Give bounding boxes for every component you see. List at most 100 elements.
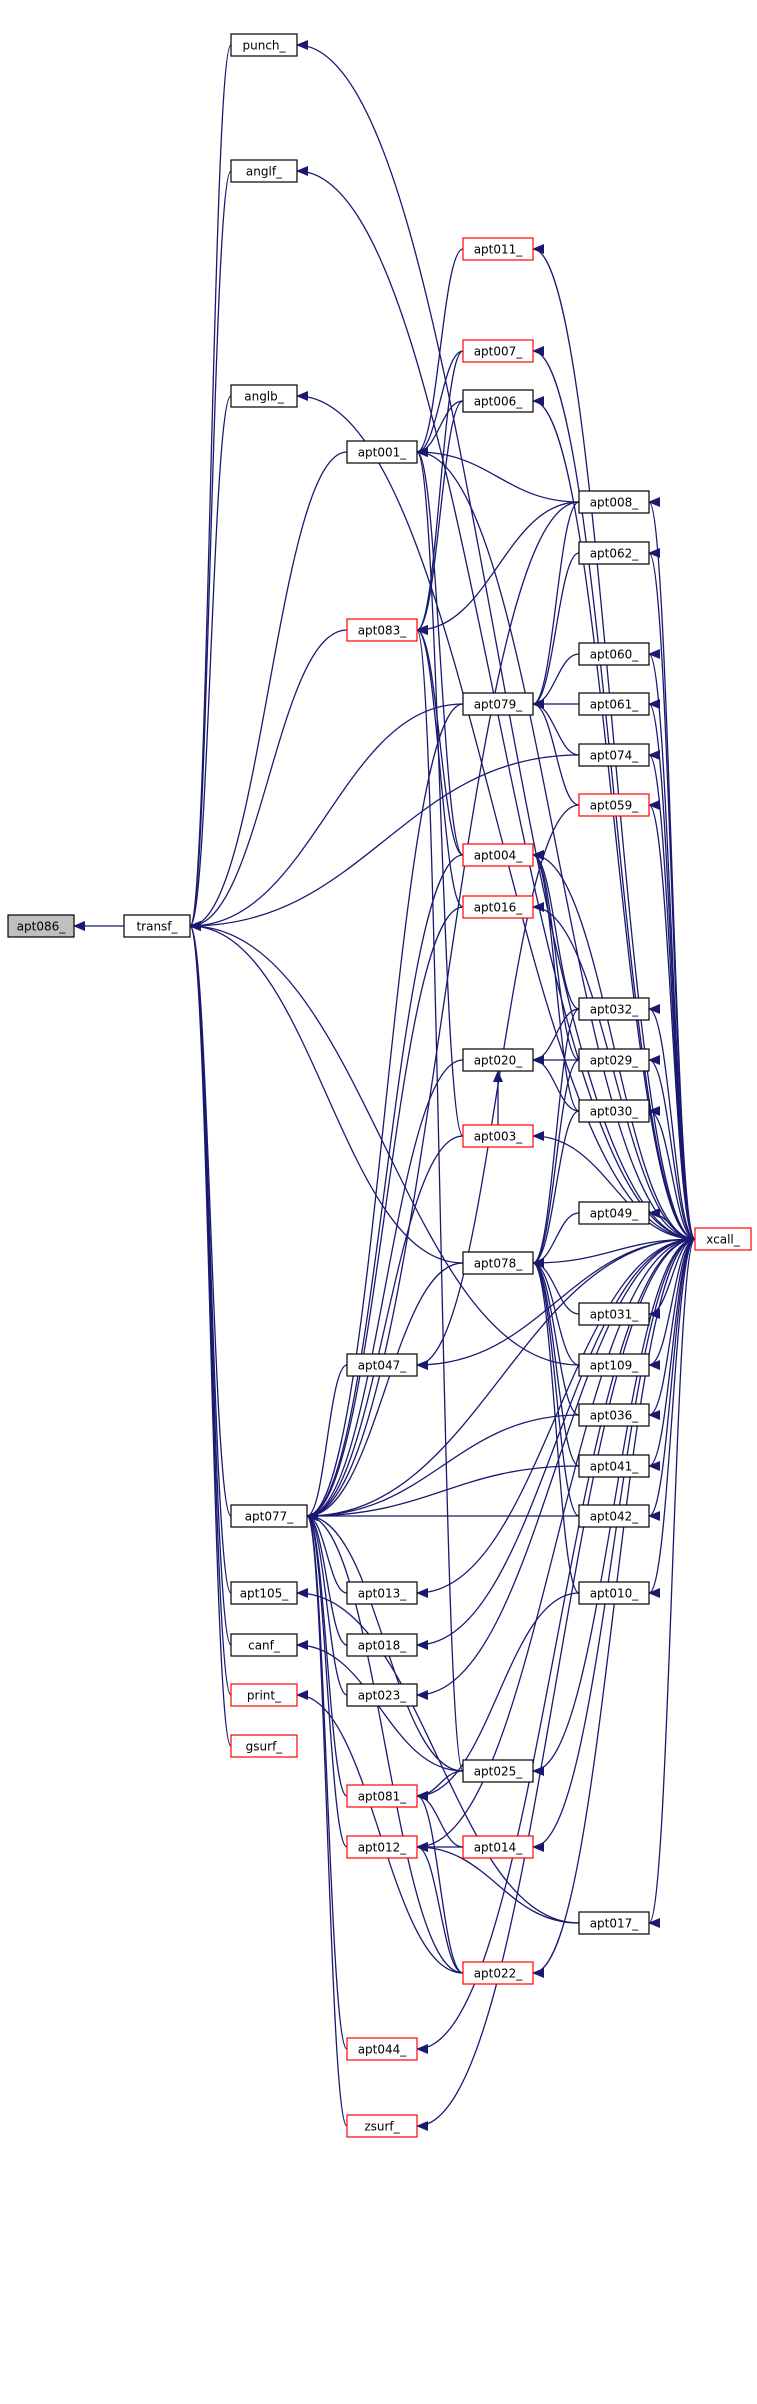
node-apt086[interactable]: apt086_ bbox=[7, 914, 75, 938]
node-apt047-box bbox=[346, 1353, 418, 1377]
node-apt016-box bbox=[462, 895, 534, 919]
node-apt025[interactable]: apt025_ bbox=[462, 1759, 534, 1783]
node-apt074[interactable]: apt074_ bbox=[578, 743, 650, 767]
node-punch[interactable]: punch_ bbox=[230, 33, 298, 57]
node-apt061-box bbox=[578, 692, 650, 716]
edge-apt032-to-apt004 bbox=[532, 850, 580, 1010]
node-apt007[interactable]: apt007_ bbox=[462, 339, 534, 363]
edge-apt023-to-apt077 bbox=[306, 1511, 348, 1696]
node-apt017-box bbox=[578, 1911, 650, 1935]
node-apt049-box bbox=[578, 1201, 650, 1225]
node-apt109[interactable]: apt109_ bbox=[578, 1353, 650, 1377]
node-apt013[interactable]: apt013_ bbox=[346, 1581, 418, 1605]
edge-apt083-to-transf bbox=[189, 629, 348, 931]
node-apt083[interactable]: apt083_ bbox=[346, 618, 418, 642]
node-apt059-box bbox=[578, 793, 650, 817]
node-zsurf[interactable]: zsurf_ bbox=[346, 2114, 418, 2138]
edge-gsurf-to-transf bbox=[189, 921, 232, 1747]
node-apt010[interactable]: apt010_ bbox=[578, 1581, 650, 1605]
edge-apt074-to-transf bbox=[189, 754, 580, 931]
node-apt006[interactable]: apt006_ bbox=[462, 389, 534, 413]
node-canf[interactable]: canf_ bbox=[230, 1633, 298, 1657]
node-apt077[interactable]: apt077_ bbox=[230, 1504, 308, 1528]
node-apt031[interactable]: apt031_ bbox=[578, 1302, 650, 1326]
node-anglb[interactable]: anglb_ bbox=[230, 384, 298, 408]
node-apt041[interactable]: apt041_ bbox=[578, 1454, 650, 1478]
node-transf-box bbox=[123, 914, 191, 938]
edge-apt077-to-transf bbox=[189, 921, 232, 1517]
edge-xcall-to-apt036 bbox=[648, 1238, 696, 1420]
node-apt022[interactable]: apt022_ bbox=[462, 1961, 534, 1985]
edge-xcall-to-zsurf bbox=[416, 1238, 696, 2131]
node-apt008-label: apt008_ bbox=[590, 496, 640, 510]
edge-apt062-to-apt079 bbox=[532, 552, 580, 709]
node-apt105[interactable]: apt105_ bbox=[230, 1581, 298, 1605]
node-apt081-box bbox=[346, 1784, 418, 1808]
node-apt011[interactable]: apt011_ bbox=[462, 237, 534, 261]
node-apt008[interactable]: apt008_ bbox=[578, 490, 650, 514]
node-print[interactable]: print_ bbox=[230, 1683, 298, 1707]
node-apt036[interactable]: apt036_ bbox=[578, 1403, 650, 1427]
node-apt029-label: apt029_ bbox=[590, 1054, 640, 1068]
node-apt062[interactable]: apt062_ bbox=[578, 541, 650, 565]
node-anglf-box bbox=[230, 159, 298, 183]
node-apt004[interactable]: apt004_ bbox=[462, 843, 534, 867]
node-apt078-label: apt078_ bbox=[474, 1257, 524, 1271]
node-apt042[interactable]: apt042_ bbox=[578, 1504, 650, 1528]
edge-apt030-to-apt078 bbox=[532, 1110, 580, 1268]
node-apt014[interactable]: apt014_ bbox=[462, 1835, 534, 1859]
node-apt081[interactable]: apt081_ bbox=[346, 1784, 418, 1808]
node-apt049[interactable]: apt049_ bbox=[578, 1201, 650, 1225]
edge-apt016-to-apt083 bbox=[416, 625, 464, 908]
edge-apt041-to-apt078 bbox=[532, 1258, 580, 1467]
node-apt061[interactable]: apt061_ bbox=[578, 692, 650, 716]
node-apt032[interactable]: apt032_ bbox=[578, 997, 650, 1021]
node-apt029[interactable]: apt029_ bbox=[578, 1048, 650, 1072]
node-apt014-label: apt014_ bbox=[474, 1841, 524, 1855]
node-transf[interactable]: transf_ bbox=[123, 914, 191, 938]
edge-layer bbox=[73, 40, 696, 2131]
node-apt018-label: apt018_ bbox=[358, 1639, 408, 1653]
node-apt086-box bbox=[7, 914, 75, 938]
node-apt078[interactable]: apt078_ bbox=[462, 1251, 534, 1275]
node-apt020-box bbox=[462, 1048, 534, 1072]
edge-xcall-to-apt029 bbox=[648, 1055, 696, 1240]
node-apt017[interactable]: apt017_ bbox=[578, 1911, 650, 1935]
edge-apt041-to-apt077 bbox=[306, 1465, 580, 1521]
edge-xcall-to-apt003 bbox=[532, 1131, 696, 1240]
node-xcall[interactable]: xcall_ bbox=[694, 1227, 752, 1251]
node-apt030[interactable]: apt030_ bbox=[578, 1099, 650, 1123]
node-apt079-box bbox=[462, 692, 534, 716]
edge-apt004-to-apt077 bbox=[306, 854, 464, 1521]
node-apt001[interactable]: apt001_ bbox=[346, 440, 418, 464]
node-apt012[interactable]: apt012_ bbox=[346, 1835, 418, 1859]
node-layer: apt086_transf_punch_anglf_anglb_apt001_a… bbox=[7, 33, 752, 2138]
node-gsurf[interactable]: gsurf_ bbox=[230, 1734, 298, 1758]
node-apt031-box bbox=[578, 1302, 650, 1326]
node-apt044[interactable]: apt044_ bbox=[346, 2037, 418, 2061]
edge-apt022-to-print bbox=[296, 1690, 464, 1974]
node-anglf[interactable]: anglf_ bbox=[230, 159, 298, 183]
edge-apt022-to-apt081 bbox=[416, 1791, 464, 1974]
node-apt047[interactable]: apt047_ bbox=[346, 1353, 418, 1377]
edge-xcall-to-punch bbox=[296, 40, 696, 1240]
node-apt079[interactable]: apt079_ bbox=[462, 692, 534, 716]
node-apt083-box bbox=[346, 618, 418, 642]
node-apt030-label: apt030_ bbox=[590, 1105, 640, 1119]
node-apt077-label: apt077_ bbox=[245, 1510, 295, 1524]
node-apt023[interactable]: apt023_ bbox=[346, 1683, 418, 1707]
node-apt018[interactable]: apt018_ bbox=[346, 1633, 418, 1657]
edge-xcall-to-apt001 bbox=[416, 447, 696, 1240]
node-apt059[interactable]: apt059_ bbox=[578, 793, 650, 817]
node-apt016[interactable]: apt016_ bbox=[462, 895, 534, 919]
edge-apt008-to-apt079 bbox=[532, 501, 580, 709]
edge-xcall-to-apt014 bbox=[532, 1238, 696, 1852]
node-apt032-box bbox=[578, 997, 650, 1021]
node-apt020[interactable]: apt020_ bbox=[462, 1048, 534, 1072]
edge-apt004-to-apt001 bbox=[416, 447, 464, 856]
node-apt060[interactable]: apt060_ bbox=[578, 642, 650, 666]
node-apt029-box bbox=[578, 1048, 650, 1072]
node-apt003[interactable]: apt003_ bbox=[462, 1124, 534, 1148]
node-apt003-box bbox=[462, 1124, 534, 1148]
edge-apt025-to-apt081 bbox=[416, 1770, 464, 1801]
